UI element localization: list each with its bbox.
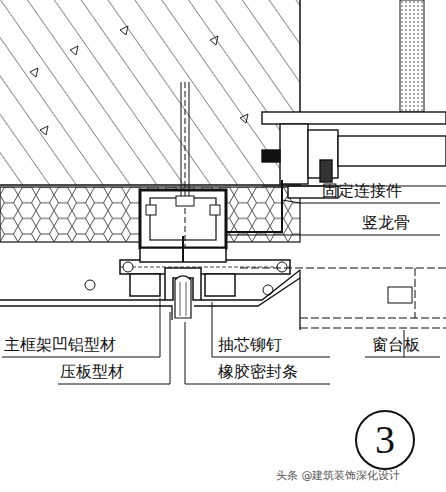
callout-circle: 3 <box>355 410 415 470</box>
part-label: 固定连接件 <box>322 181 402 201</box>
part-label: 橡胶密封条 <box>218 362 298 382</box>
part-label: 压板型材 <box>60 362 124 382</box>
watermark: 头条 @建筑装饰深化设计 <box>276 468 401 483</box>
part-label: 竖龙骨 <box>362 213 410 233</box>
callout-number: 3 <box>375 418 395 462</box>
part-label: 窗台板 <box>372 335 420 355</box>
part-label: 抽芯铆钉 <box>218 335 282 355</box>
part-label: 主框架凹铝型材 <box>4 335 116 355</box>
